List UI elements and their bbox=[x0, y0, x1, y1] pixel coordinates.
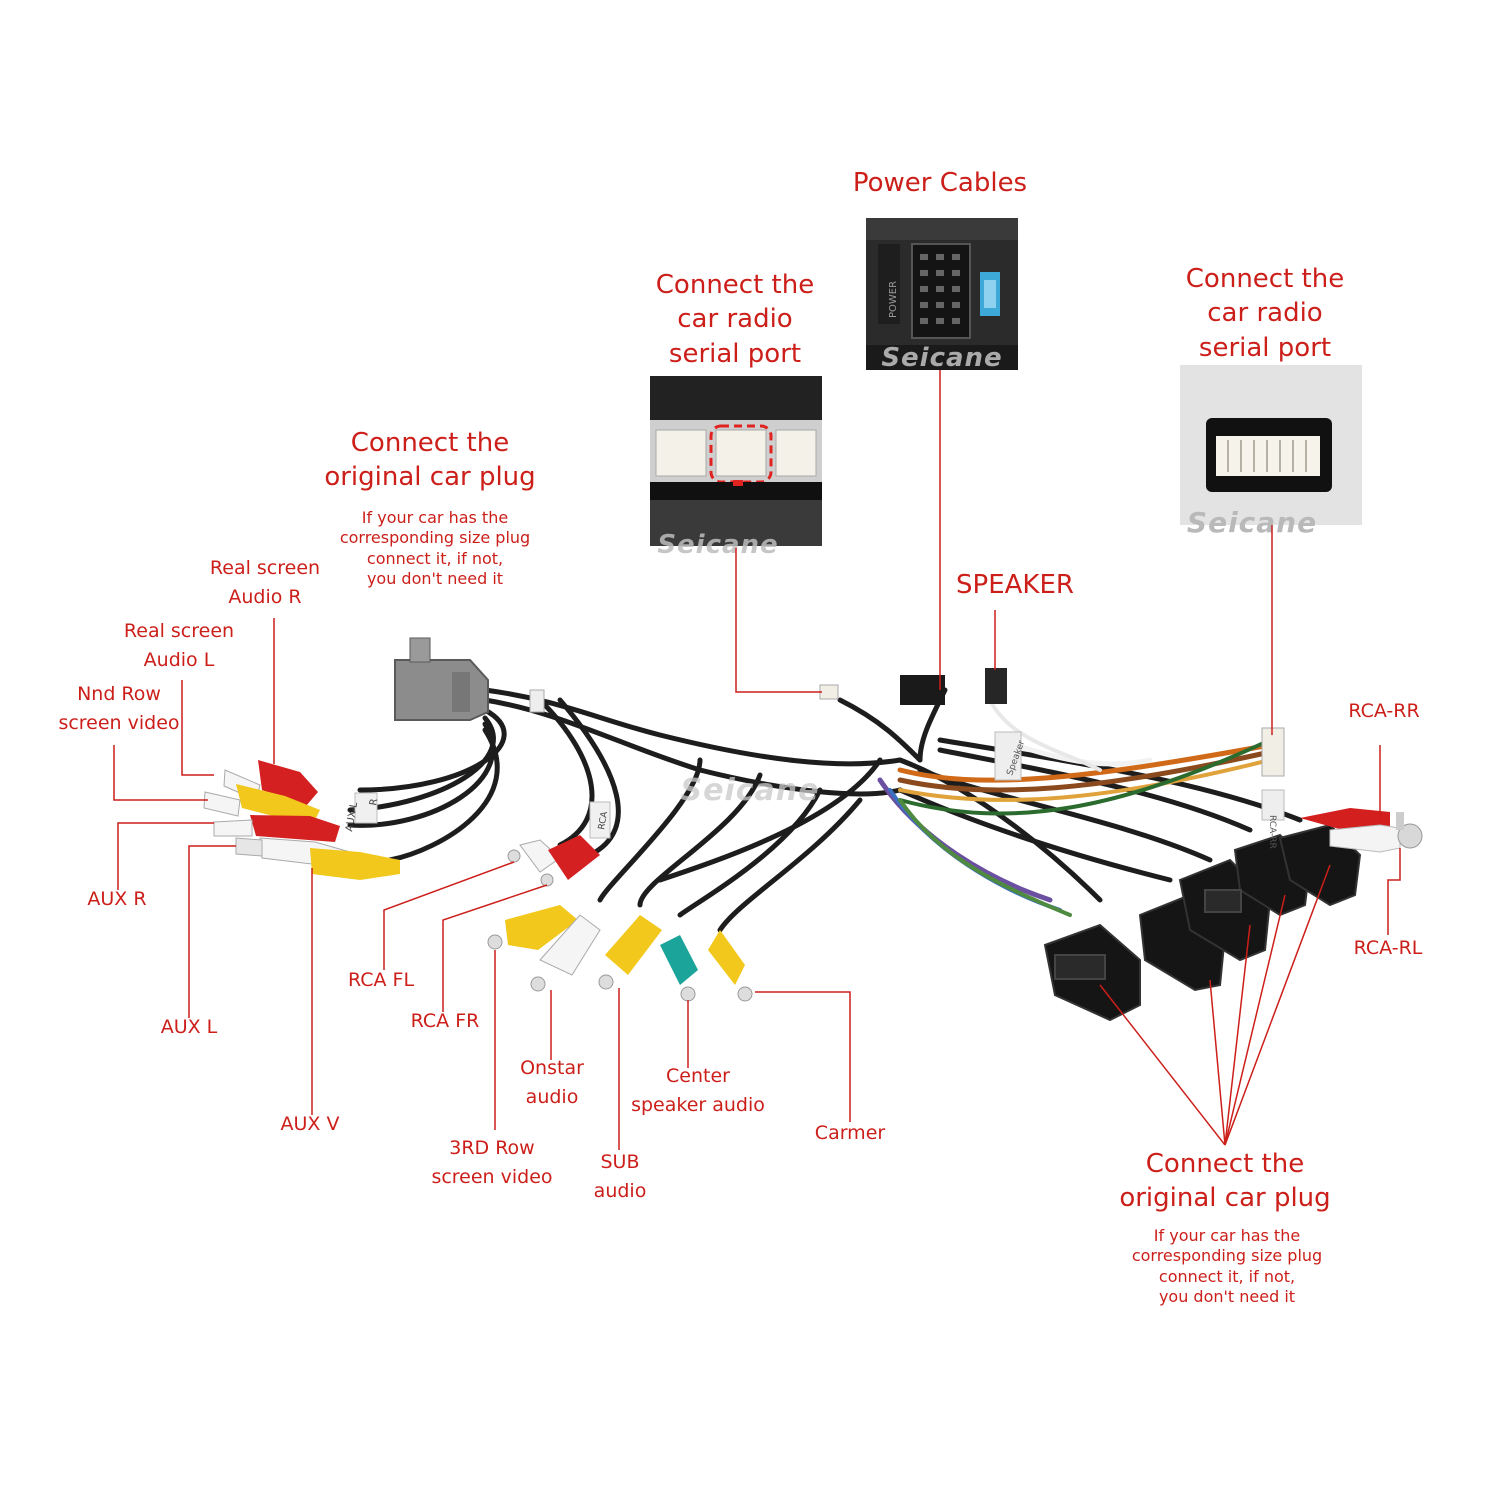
rca-rl-label: RCA-RL bbox=[1353, 937, 1423, 959]
real-screen-audio-r-label: Real screen Audio R bbox=[209, 557, 321, 608]
serial-port-left-photo: Seicane bbox=[650, 376, 822, 560]
original-plug-bottom-note: If your car has the corresponding size p… bbox=[1131, 1226, 1323, 1307]
onstar-audio-label: Onstar audio bbox=[520, 1057, 584, 1108]
tag-r: R bbox=[368, 798, 380, 807]
original-plug-top-note: If your car has the corresponding size p… bbox=[339, 508, 531, 589]
aux-r-label: AUX R bbox=[87, 888, 147, 910]
watermark-power: Seicane bbox=[881, 343, 1002, 373]
rca-fl-label: RCA FL bbox=[347, 969, 415, 991]
serial-port-left-label: Connect the car radio serial port bbox=[655, 270, 815, 369]
leader-lines bbox=[113, 370, 1401, 1150]
rca-fr-label: RCA FR bbox=[410, 1010, 480, 1032]
carmer-label: Carmer bbox=[814, 1122, 886, 1144]
rca-plugs-bottom bbox=[487, 905, 753, 1002]
center-speaker-audio-label: Center speaker audio bbox=[631, 1065, 765, 1116]
tag-aux-l: AUX-L bbox=[344, 801, 360, 833]
tag-rca-fl: RCA bbox=[597, 810, 610, 831]
power-panel-text: POWER bbox=[888, 281, 899, 318]
rca-rr-label: RCA-RR bbox=[1348, 700, 1420, 722]
power-cables-label: Power Cables bbox=[852, 168, 1028, 198]
rca-rear-plugs: RCA-RR bbox=[1261, 789, 1423, 853]
speaker-label: SPEAKER bbox=[956, 570, 1074, 600]
watermark-serial-right: Seicane bbox=[1187, 506, 1317, 539]
aux-v-label: AUX V bbox=[280, 1113, 340, 1135]
original-plug-top bbox=[394, 637, 545, 721]
sub-audio-label: SUB audio bbox=[593, 1151, 647, 1202]
serial-port-right-photo: Seicane bbox=[1180, 365, 1362, 539]
wire-bundle bbox=[347, 687, 1303, 933]
rca-plugs-left: AUX-L R RCA bbox=[203, 760, 611, 887]
aux-l-label: AUX L bbox=[160, 1016, 218, 1038]
real-screen-audio-l-label: Real screen Audio L bbox=[123, 620, 235, 671]
small-connectors: Speaker bbox=[819, 668, 1285, 781]
original-plug-bottom-label: Connect the original car plug bbox=[1119, 1149, 1331, 1214]
nnd-row-video-label: Nnd Row screen video bbox=[58, 683, 180, 734]
power-cables-photo: POWER Seicane bbox=[866, 218, 1018, 373]
serial-port-right-label: Connect the car radio serial port bbox=[1185, 264, 1345, 363]
third-row-video-label: 3RD Row screen video bbox=[431, 1137, 553, 1188]
watermark-serial-left: Seicane bbox=[657, 530, 778, 560]
watermark-harness: Seicane bbox=[681, 773, 820, 808]
tag-rca: RCA-RR bbox=[1267, 815, 1277, 849]
original-plug-top-label: Connect the original car plug bbox=[324, 428, 536, 493]
